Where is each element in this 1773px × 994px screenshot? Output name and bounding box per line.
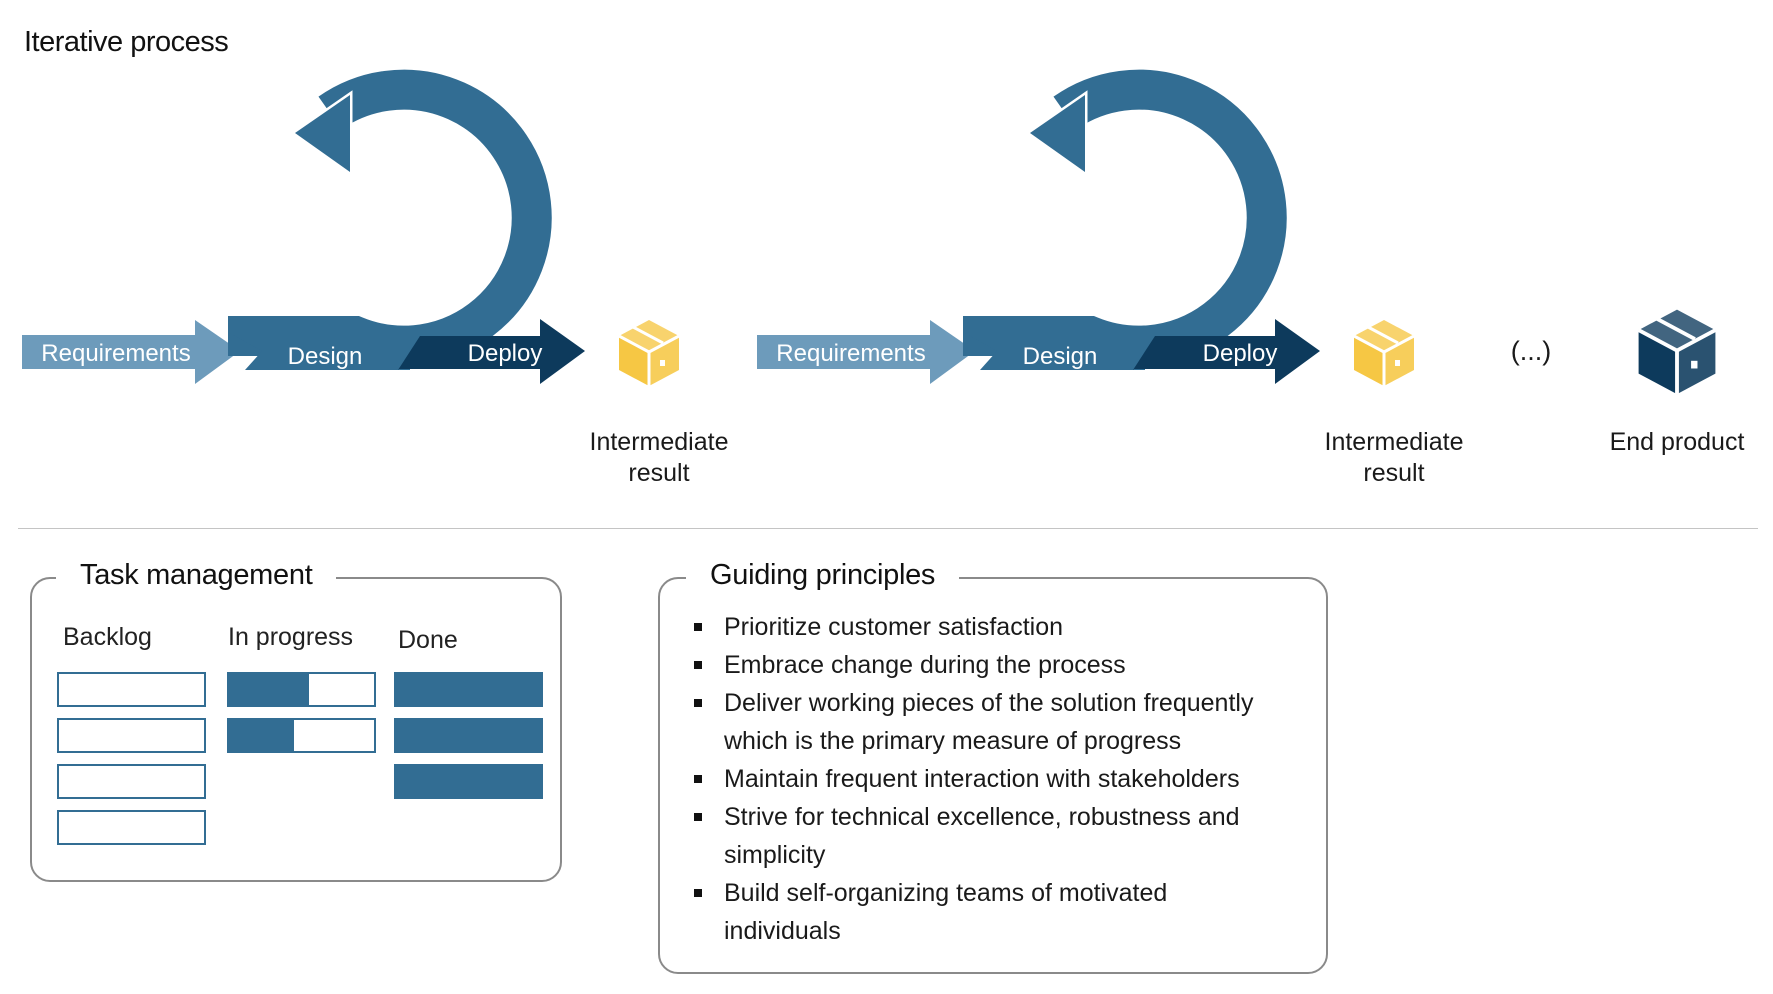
task-progress-fill bbox=[229, 674, 309, 705]
end-product-package-icon bbox=[1636, 307, 1718, 396]
principle-line1: Build self-organizing teams of motivated bbox=[724, 879, 1168, 907]
result-label-line2: result bbox=[628, 459, 689, 487]
design-label: Design bbox=[288, 343, 363, 370]
task-card bbox=[57, 672, 206, 707]
list-item: Strive for technical excellence, robustn… bbox=[692, 798, 1324, 874]
bullet-icon bbox=[694, 623, 702, 631]
task-progress-fill bbox=[229, 720, 295, 751]
principles-list: Prioritize customer satisfaction Embrace… bbox=[692, 608, 1324, 950]
result-label-line1: Intermediate bbox=[590, 428, 729, 456]
test-label: Test bbox=[230, 208, 257, 252]
task-card bbox=[227, 672, 376, 707]
deploy-label: Deploy bbox=[1203, 340, 1278, 367]
result-label-line2: result bbox=[1363, 459, 1424, 487]
column-label-done: Done bbox=[398, 626, 458, 654]
task-card bbox=[57, 718, 206, 753]
guiding-principles-panel bbox=[658, 577, 1328, 974]
test-label: Test bbox=[965, 208, 992, 252]
principle-line1: Strive for technical excellence, robustn… bbox=[724, 803, 1240, 831]
bullet-icon bbox=[694, 699, 702, 707]
principle-line2: individuals bbox=[724, 917, 841, 945]
page-title: Iterative process bbox=[24, 26, 229, 58]
ellipsis-label: (...) bbox=[1511, 336, 1552, 366]
principle-line1: Prioritize customer satisfaction bbox=[724, 613, 1064, 641]
task-progress-fill bbox=[396, 766, 541, 797]
cycle-2: Requirements Design Test Develop Deploy … bbox=[757, 90, 1463, 487]
principle-line2: simplicity bbox=[724, 841, 826, 869]
task-card bbox=[227, 718, 376, 753]
task-card bbox=[394, 672, 543, 707]
principle-line1: Deliver working pieces of the solution f… bbox=[724, 689, 1254, 717]
bullet-icon bbox=[694, 775, 702, 783]
bullet-icon bbox=[694, 889, 702, 897]
bullet-icon bbox=[694, 661, 702, 669]
end-product-label: End product bbox=[1610, 428, 1745, 456]
bullet-icon bbox=[694, 813, 702, 821]
principle-line1: Embrace change during the process bbox=[724, 651, 1126, 679]
package-icon bbox=[617, 318, 681, 388]
result-label-line1: Intermediate bbox=[1325, 428, 1464, 456]
requirements-label: Requirements bbox=[776, 340, 925, 367]
task-card bbox=[394, 718, 543, 753]
column-label-in-progress: In progress bbox=[228, 623, 354, 651]
list-item: Prioritize customer satisfaction bbox=[692, 608, 1324, 646]
task-card bbox=[57, 764, 206, 799]
task-card bbox=[57, 810, 206, 845]
design-label: Design bbox=[1023, 343, 1098, 370]
develop-label: Develop bbox=[1185, 196, 1212, 284]
package-icon bbox=[1352, 318, 1416, 388]
requirements-label: Requirements bbox=[41, 340, 190, 367]
list-item: Embrace change during the process bbox=[692, 646, 1324, 684]
task-progress-fill bbox=[396, 674, 541, 705]
column-label-backlog: Backlog bbox=[63, 623, 152, 651]
task-management-title: Task management bbox=[56, 559, 337, 592]
list-item: Maintain frequent interaction with stake… bbox=[692, 760, 1324, 798]
section-divider bbox=[18, 528, 1758, 529]
principle-line2: which is the primary measure of progress bbox=[724, 727, 1182, 755]
list-item: Deliver working pieces of the solution f… bbox=[692, 684, 1324, 760]
task-progress-fill bbox=[396, 720, 541, 751]
principle-line1: Maintain frequent interaction with stake… bbox=[724, 765, 1240, 793]
list-item: Build self-organizing teams of motivated… bbox=[692, 874, 1324, 950]
deploy-label: Deploy bbox=[468, 340, 543, 367]
guiding-principles-title: Guiding principles bbox=[686, 559, 960, 592]
develop-label: Develop bbox=[450, 196, 477, 284]
task-card bbox=[394, 764, 543, 799]
cycle-1: Requirements Design Test Develop Deploy … bbox=[22, 90, 728, 487]
